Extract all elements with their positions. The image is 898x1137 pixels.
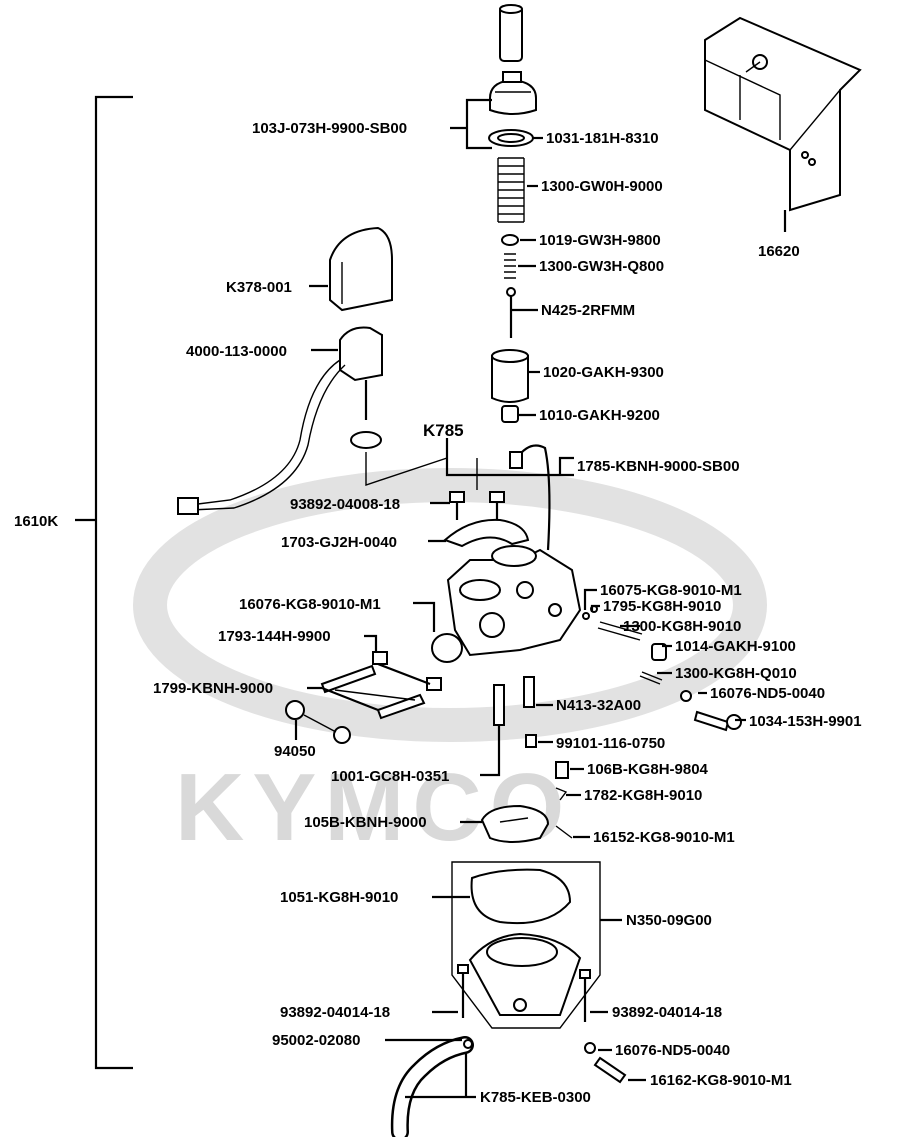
label-93892-04008-18: 93892-04008-18 [290,496,400,513]
needle-cap-part [499,4,523,62]
label-1785-kbnh-9000-sb00: 1785-KBNH-9000-SB00 [577,458,740,475]
label-16162-kg8-9010-m1: 16162-KG8-9010-M1 [650,1072,792,1089]
label-1793-144h-9900: 1793-144H-9900 [218,628,331,645]
clamp-plate-part [443,518,530,548]
label-105b-kbnh-9000: 105B-KBNH-9000 [304,814,427,831]
label-n350-09g00: N350-09G00 [626,912,712,929]
label-1010-gakh-9200: 1010-GAKH-9200 [539,407,660,424]
valve-seat-part [501,405,519,423]
nut-94050-part [285,700,351,744]
throttle-spring-part [497,157,525,223]
assembly-bracket: 1610K [14,95,133,1070]
choke-connector-part [177,326,383,515]
label-99101-116-0750: 99101-116-0750 [556,735,665,752]
label-1019-gw3h-9800: 1019-GW3H-9800 [539,232,661,249]
choke-oring-part [350,431,382,449]
vent-tube-part [509,444,551,551]
top-bolts-part [449,491,505,520]
assembly-bracket-line [94,95,133,1070]
label-n425-2rfmm: N425-2RFMM [541,302,635,319]
jet-needle-part [506,287,516,338]
label-1799-kbnh-9000: 1799-KBNH-9000 [153,680,273,697]
part-labels: 103J-073H-9900-SB00 1031-181H-8310 1300-… [153,120,862,1106]
carb-cover-part [704,16,862,212]
label-95002-02080: 95002-02080 [272,1032,360,1049]
watermark-oval [133,468,767,742]
label-94050: 94050 [274,743,316,760]
throttle-valve-part [491,349,529,403]
label-k785-keb-0300: K785-KEB-0300 [480,1089,591,1106]
label-1300-gw0h-9000: 1300-GW0H-9000 [541,178,663,195]
label-1300-kg8h-9010: 1300-KG8H-9010 [623,618,741,635]
label-1020-gakh-9300: 1020-GAKH-9300 [543,364,664,381]
label-106b-kg8h-9804: 106B-KG8H-9804 [587,761,709,778]
carb-top-cap-part [489,71,537,115]
label-1782-kg8h-9010: 1782-KG8H-9010 [584,787,702,804]
auto-choke-part [329,226,393,312]
label-1300-kg8h-q010: 1300-KG8H-Q010 [675,665,797,682]
bowl-screws-part [457,964,591,1022]
label-k785: K785 [423,421,464,440]
float-bowl-group [451,861,601,1029]
label-4000-113-0000: 4000-113-0000 [186,343,287,360]
label-93892-04014-18-right: 93892-04014-18 [612,1004,722,1021]
label-16620: 16620 [758,243,800,260]
label-16076-kg8-9010-m1: 16076-KG8-9010-M1 [239,596,381,613]
carburetor-body-part [446,545,582,657]
label-93892-04014-18-left: 93892-04014-18 [280,1004,390,1021]
drain-screw-part [584,1042,627,1084]
label-1001-gc8h-0351: 1001-GC8H-0351 [331,768,449,785]
small-spring-part [504,253,516,279]
label-16075-kg8-9010-m1: 16075-KG8-9010-M1 [600,582,742,599]
label-n413-32a00: N413-32A00 [556,697,641,714]
label-k378-001: K378-001 [226,279,292,296]
label-1610k: 1610K [14,513,58,530]
label-103j-073h-9900-sb00: 103J-073H-9900-SB00 [252,120,407,137]
label-16152-kg8-9010-m1: 16152-KG8-9010-M1 [593,829,735,846]
label-16076-nd5-0040-bottom: 16076-ND5-0040 [615,1042,730,1059]
label-16076-nd5-0040-top: 16076-ND5-0040 [710,685,825,702]
label-1300-gw3h-q800: 1300-GW3H-Q800 [539,258,664,275]
bowl-oring-part [431,633,463,663]
label-1031-181h-8310: 1031-181H-8310 [546,130,659,147]
leader-lines [294,98,787,1099]
cap-gasket-part [488,129,534,147]
mounting-studs-part [320,651,442,720]
label-1795-kg8h-9010: 1795-KG8H-9010 [603,598,721,615]
label-1703-gj2h-0040: 1703-GJ2H-0040 [281,534,397,551]
drain-hose-part [390,1036,474,1137]
float-part [480,804,573,843]
idle-screw-assembly-part [582,605,742,732]
label-1014-gakh-9100: 1014-GAKH-9100 [675,638,796,655]
label-1051-kg8h-9010: 1051-KG8H-9010 [280,889,398,906]
label-1034-153h-9901: 1034-153H-9901 [749,713,862,730]
needle-clip-part [501,234,519,246]
